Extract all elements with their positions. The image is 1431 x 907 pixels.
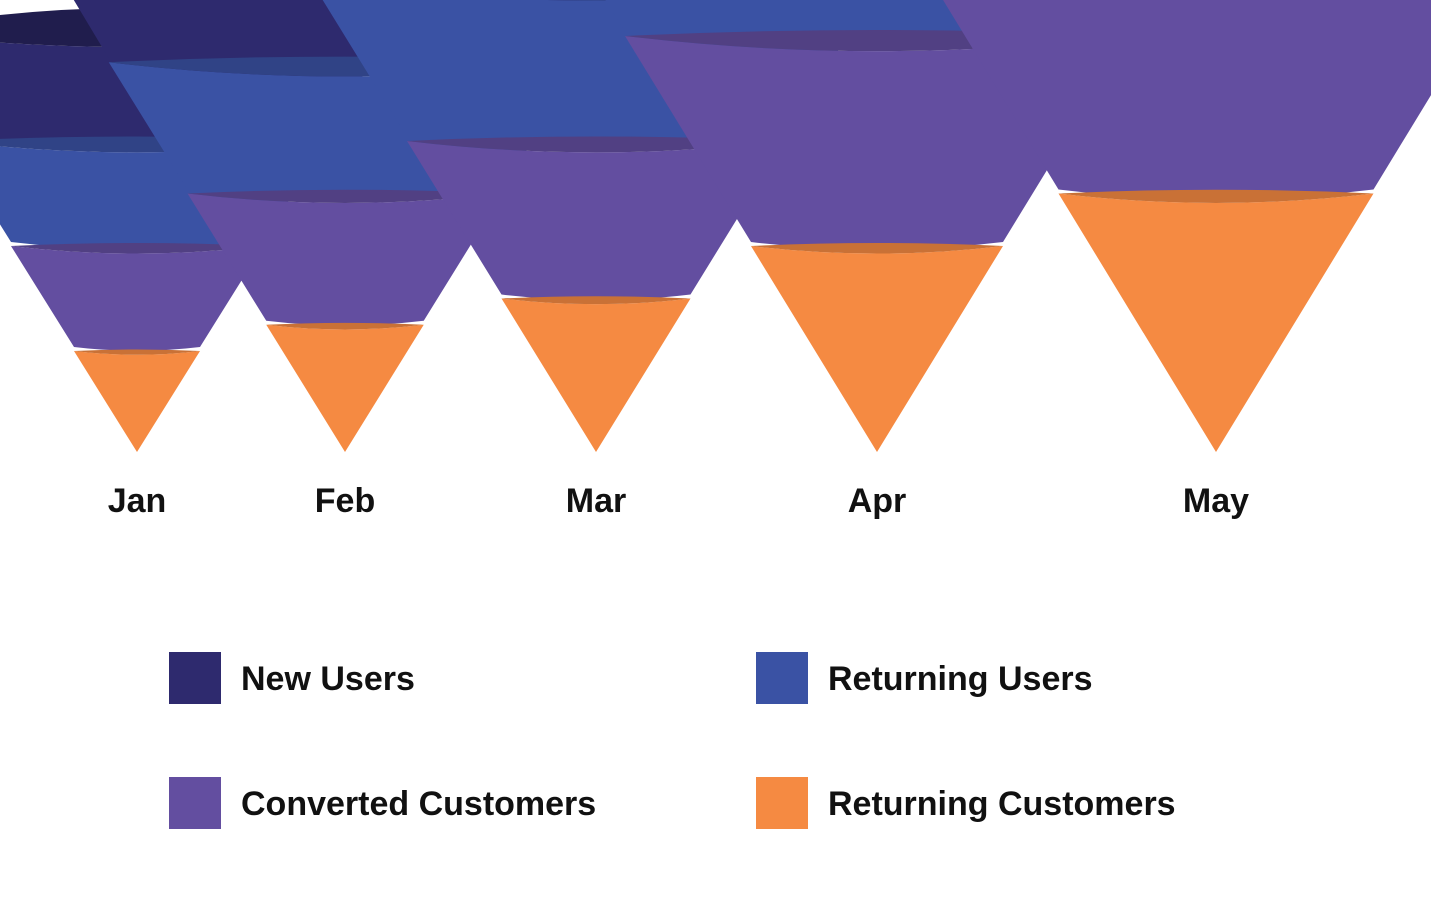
funnel-segment-rim-jan-4 — [74, 349, 200, 355]
funnel-segment-feb-converted-customers — [187, 193, 503, 326]
month-label-jan: Jan — [108, 482, 167, 520]
funnels-group — [0, 0, 1431, 452]
legend-swatch — [169, 777, 221, 829]
funnel-segment-jan-returning-customers — [74, 351, 200, 452]
funnel-segment-feb-returning-customers — [266, 324, 424, 452]
month-label-mar: Mar — [566, 482, 626, 520]
legend-label: Returning Customers — [828, 785, 1176, 823]
month-label-apr: Apr — [848, 482, 907, 520]
funnel-segment-may-returning-customers — [1058, 193, 1374, 452]
legend-swatch — [756, 652, 808, 704]
legend-item-returning-users: Returning Users — [756, 652, 1093, 704]
legend-item-converted-customers: Converted Customers — [169, 777, 596, 829]
legend-swatch — [169, 652, 221, 704]
legend-item-new-users: New Users — [169, 652, 415, 704]
funnel-segment-rim-feb-3 — [187, 189, 503, 203]
funnel-segment-rim-jan-3 — [11, 242, 263, 254]
funnel-segment-rim-mar-4 — [501, 296, 691, 305]
legend-item-returning-customers: Returning Customers — [756, 777, 1176, 829]
month-label-feb: Feb — [315, 482, 375, 520]
funnel-segment-mar-returning-customers — [501, 298, 691, 452]
funnel-segment-mar-converted-customers — [407, 141, 785, 301]
funnel-segment-rim-apr-4 — [751, 242, 1003, 254]
funnel-segment-jan-converted-customers — [11, 246, 263, 351]
legend-swatch — [756, 777, 808, 829]
legend-label: Returning Users — [828, 660, 1093, 698]
funnel-segment-rim-may-4 — [1058, 189, 1374, 203]
funnel-segment-may-converted-customers — [943, 0, 1431, 199]
legend-label: New Users — [241, 660, 415, 698]
funnel-may — [943, 0, 1431, 452]
funnel-segment-apr-returning-customers — [751, 246, 1003, 452]
month-label-may: May — [1183, 482, 1249, 520]
month-labels-group: Jan Feb Mar Apr May — [108, 482, 1249, 520]
legend-label: Converted Customers — [241, 785, 596, 823]
funnel-segment-rim-feb-4 — [266, 322, 424, 330]
